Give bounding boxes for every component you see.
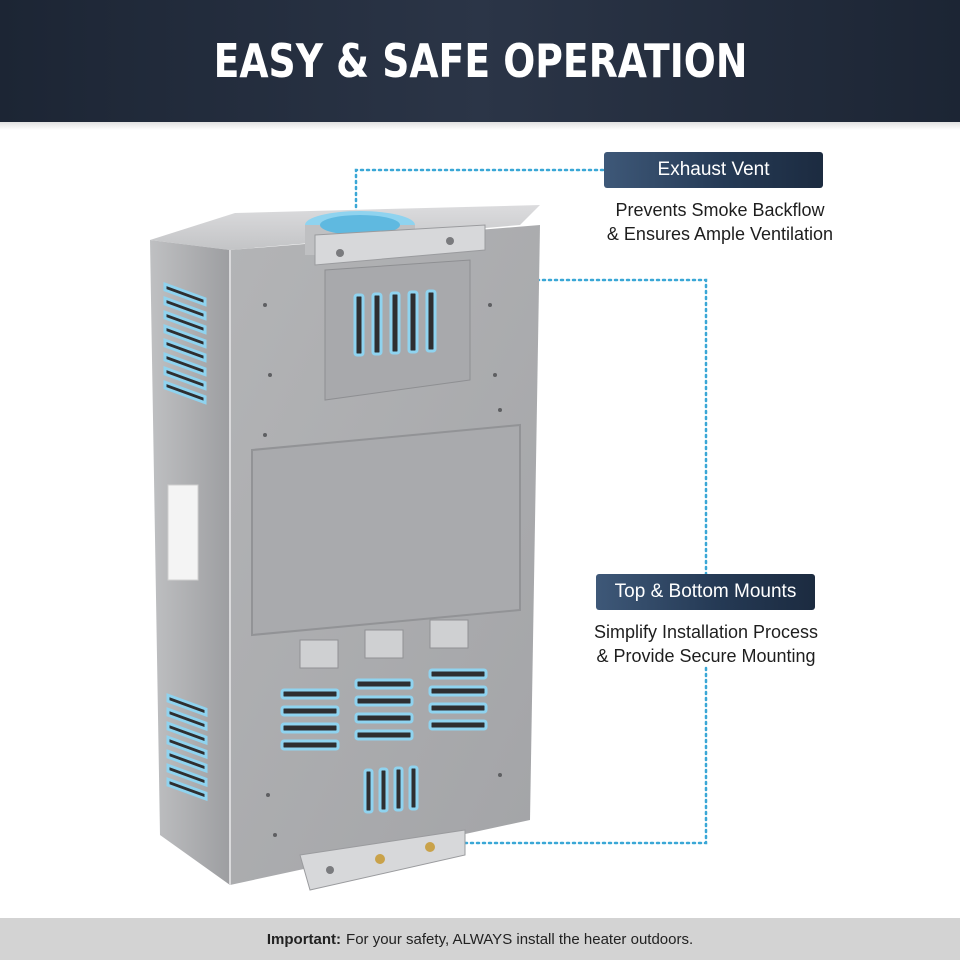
mounts-description: Simplify Installation Process & Provide … <box>546 620 866 668</box>
bracket-lower-1 <box>299 639 339 669</box>
rating-label-sticker <box>167 484 199 581</box>
bracket-lower-2 <box>364 629 404 659</box>
exhaust-vent-tag: Exhaust Vent <box>604 152 823 188</box>
side-vent-lower <box>166 693 208 802</box>
front-vent-lower <box>280 668 488 814</box>
exhaust-vent-description: Prevents Smoke Backflow & Ensures Ample … <box>560 198 880 246</box>
exhaust-desc-line-2: & Ensures Ample Ventilation <box>606 224 834 244</box>
water-heater-image <box>150 205 540 891</box>
mounts-desc-line-2: & Provide Secure Mounting <box>596 646 816 666</box>
header-shadow <box>0 122 960 130</box>
mounts-tag: Top & Bottom Mounts <box>596 574 815 610</box>
header-banner: EASY & SAFE OPERATION <box>0 0 960 122</box>
top-mount-bracket <box>314 224 486 266</box>
footer-safety-text: For your safety, ALWAYS install the heat… <box>346 930 694 948</box>
exhaust-desc-line-1: Prevents Smoke Backflow <box>615 200 825 220</box>
bracket-lower-3 <box>429 619 469 649</box>
safety-footer: Important: For your safety, ALWAYS insta… <box>0 918 960 960</box>
exhaust-guide-line <box>354 168 606 227</box>
bottom-mount-guide-line <box>453 666 708 845</box>
footer-important-label: Important: <box>266 930 342 948</box>
mounts-desc-line-1: Simplify Installation Process <box>593 622 819 642</box>
front-vent-upper <box>353 289 437 357</box>
page-title: EASY & SAFE OPERATION <box>213 34 747 88</box>
side-vent-upper <box>163 282 207 405</box>
